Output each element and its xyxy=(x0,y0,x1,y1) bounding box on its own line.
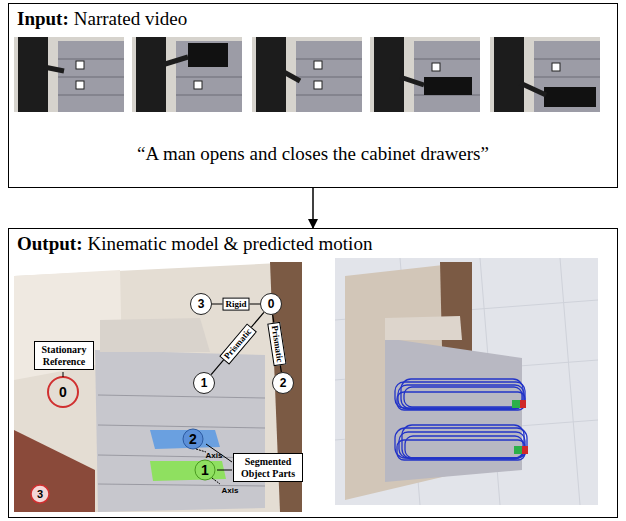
node-number: 2 xyxy=(280,377,287,389)
panel-heading: Output:Kinematic model & predicted motio… xyxy=(17,233,372,256)
callout-number: 0 xyxy=(59,385,67,399)
video-frame xyxy=(132,37,242,112)
heading-text: Narrated video xyxy=(74,8,187,29)
heading-label: Output: xyxy=(17,233,82,254)
callout-box: Stationary Reference xyxy=(34,341,94,370)
joint-edge xyxy=(211,312,264,374)
flow-arrow xyxy=(312,188,314,228)
point-cloud-scene xyxy=(14,262,302,512)
callout-number: 2 xyxy=(189,432,197,446)
node-number: 1 xyxy=(201,377,208,389)
node-number: 0 xyxy=(268,298,275,310)
video-frame xyxy=(14,37,124,112)
graph-node: 0 xyxy=(260,293,282,315)
callout-number: 1 xyxy=(201,463,209,477)
graph-node: 1 xyxy=(193,372,215,394)
joint-type-label: Rigid xyxy=(222,298,249,311)
axis-label: Axis xyxy=(206,452,223,460)
input-panel: Input:Narrated video “A man opens and clo… xyxy=(8,3,618,188)
callout-number: 3 xyxy=(37,489,43,500)
graph-node: 2 xyxy=(272,372,294,394)
heading-label: Input: xyxy=(17,8,69,29)
graph-node: 3 xyxy=(190,293,212,315)
callout-text: Stationary Reference xyxy=(38,344,90,367)
callout-box: Segmented Object Parts xyxy=(233,453,303,482)
axis-label: Axis xyxy=(222,487,239,495)
node-number: 3 xyxy=(198,298,205,310)
joint-type-label: Prismatic xyxy=(267,321,286,365)
video-frame xyxy=(490,37,600,112)
video-frame xyxy=(370,37,480,112)
heading-text: Kinematic model & predicted motion xyxy=(87,233,372,254)
joint-type-label: Prismatic xyxy=(219,323,257,364)
panel-heading: Input:Narrated video xyxy=(17,8,187,31)
video-caption: “A man opens and closes the cabinet draw… xyxy=(9,143,617,166)
callout-text: Segmented Object Parts xyxy=(237,456,299,479)
predicted-motion-scene xyxy=(335,258,598,505)
output-panel: Output:Kinematic model & predicted motio… xyxy=(8,228,618,518)
video-frame xyxy=(252,37,362,112)
